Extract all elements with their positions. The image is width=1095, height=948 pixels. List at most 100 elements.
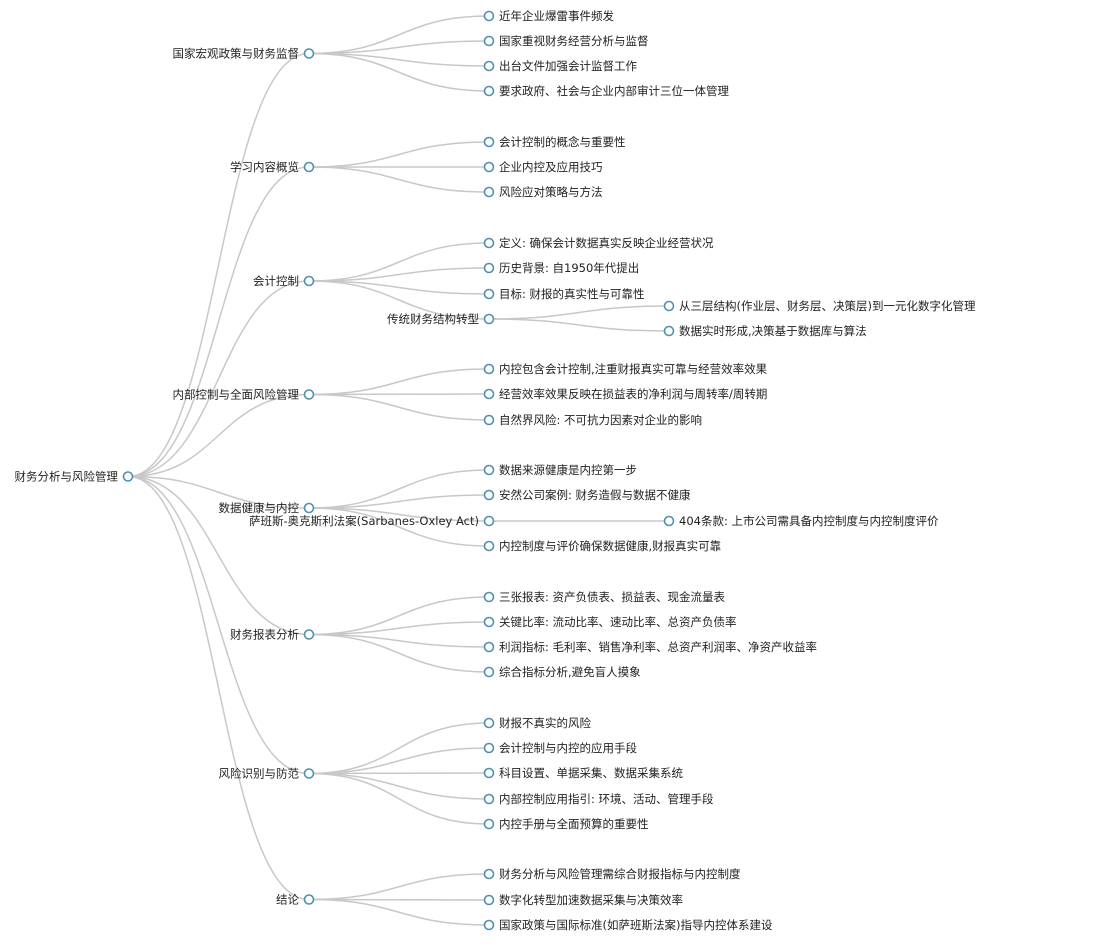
- node-label: 学习内容概览: [230, 160, 299, 174]
- node-label: 目标: 财报的真实性与可靠性: [499, 287, 645, 301]
- leaf-node[interactable]: 内控手册与全面预算的重要性: [483, 817, 649, 831]
- leaf-node[interactable]: 国家重视财务经营分析与监督: [483, 34, 649, 48]
- node-circle[interactable]: [303, 48, 315, 59]
- leaf-node[interactable]: 科目设置、单据采集、数据采集系统: [483, 766, 684, 780]
- tree-link: [308, 469, 490, 509]
- node-circle[interactable]: [483, 313, 495, 325]
- leaf-node[interactable]: 目标: 财报的真实性与可靠性: [483, 287, 645, 301]
- leaf-node[interactable]: 内控制度与评价确保数据健康,财报真实可靠: [483, 539, 722, 553]
- tree-link: [308, 898, 490, 926]
- leaf-node[interactable]: 历史背景: 自1950年代提出: [483, 261, 640, 275]
- node-circle[interactable]: [483, 60, 495, 72]
- node-circle[interactable]: [483, 818, 495, 830]
- node-circle[interactable]: [483, 464, 495, 476]
- tree-link: [308, 280, 490, 320]
- leaf-node[interactable]: 要求政府、社会与企业内部审计三位一体管理: [483, 84, 730, 98]
- leaf-node[interactable]: 自然界风险: 不可抗力因素对企业的影响: [483, 413, 703, 427]
- node-label: 会计控制与内控的应用手段: [499, 741, 637, 755]
- node-circle[interactable]: [483, 919, 495, 931]
- leaf-node[interactable]: 国家政策与国际标准(如萨班斯法案)指导内控体系建设: [483, 918, 773, 932]
- leaf-node[interactable]: 从三层结构(作业层、财务层、决策层)到一元化数字化管理: [663, 299, 976, 313]
- leaf-node[interactable]: 关键比率: 流动比率、速动比率、总资产负债率: [483, 615, 737, 629]
- leaf-node[interactable]: 404条款: 上市公司需具备内控制度与内控制度评价: [663, 514, 939, 528]
- node-circle[interactable]: [483, 414, 495, 426]
- node-circle[interactable]: [303, 275, 315, 287]
- node-circle[interactable]: [303, 894, 315, 905]
- node-label: 会计控制: [253, 274, 299, 288]
- branch-node[interactable]: 内部控制与全面风险管理: [173, 388, 315, 402]
- leaf-node[interactable]: 近年企业爆雷事件频发: [483, 9, 615, 23]
- leaf-node[interactable]: 综合指标分析,避免盲人摸象: [483, 665, 641, 679]
- node-circle[interactable]: [483, 388, 495, 400]
- leaf-node[interactable]: 风险应对策略与方法: [483, 185, 603, 199]
- node-circle[interactable]: [483, 793, 495, 805]
- node-circle[interactable]: [663, 300, 675, 312]
- branch-node[interactable]: 财务报表分析: [230, 628, 315, 642]
- root-node[interactable]: 财务分析与风险管理: [15, 470, 134, 484]
- node-circle[interactable]: [483, 591, 495, 603]
- node-circle[interactable]: [483, 363, 495, 375]
- leaf-node[interactable]: 经营效率效果反映在损益表的净利润与周转率/周转期: [483, 387, 768, 401]
- branch-node[interactable]: 数据健康与内控: [219, 501, 315, 515]
- branch-node[interactable]: 结论: [276, 893, 315, 907]
- node-circle[interactable]: [483, 10, 495, 22]
- leaf-node[interactable]: 财报不真实的风险: [483, 716, 592, 730]
- tree-link: [308, 772, 490, 775]
- node-circle[interactable]: [483, 641, 495, 653]
- node-circle[interactable]: [663, 325, 675, 337]
- leaf-node[interactable]: 三张报表: 资产负债表、损益表、现金流量表: [483, 590, 726, 604]
- node-circle[interactable]: [483, 515, 495, 527]
- leaf-node[interactable]: 企业内控及应用技巧: [483, 160, 603, 174]
- branch-node[interactable]: 国家宏观政策与财务监督: [173, 47, 315, 61]
- tree-link: [308, 747, 490, 775]
- leaf-node[interactable]: 数据来源健康是内控第一步: [483, 463, 638, 477]
- node-circle[interactable]: [483, 894, 495, 906]
- node-label: 财务分析与风险管理需综合财报指标与内控制度: [499, 867, 741, 881]
- leaf-node[interactable]: 内部控制应用指引: 环境、活动、管理手段: [483, 792, 715, 806]
- branch-node[interactable]: 风险识别与防范: [219, 767, 315, 781]
- node-circle[interactable]: [483, 288, 495, 300]
- node-circle[interactable]: [122, 471, 134, 482]
- node-circle[interactable]: [483, 666, 495, 678]
- node-label: 定义: 确保会计数据真实反映企业经营状况: [499, 236, 714, 250]
- node-circle[interactable]: [483, 742, 495, 754]
- node-circle[interactable]: [303, 389, 315, 400]
- node-circle[interactable]: [303, 502, 315, 514]
- branch-node[interactable]: 萨班斯-奥克斯利法案(Sarbanes-Oxley Act): [249, 514, 495, 528]
- node-circle[interactable]: [483, 136, 495, 148]
- node-label: 国家重视财务经营分析与监督: [499, 34, 649, 48]
- leaf-node[interactable]: 利润指标: 毛利率、销售净利率、总资产利润率、净资产收益率: [483, 640, 818, 654]
- node-circle[interactable]: [303, 768, 315, 779]
- node-circle[interactable]: [483, 186, 495, 198]
- node-circle[interactable]: [483, 237, 495, 249]
- node-circle[interactable]: [483, 489, 495, 501]
- node-circle[interactable]: [483, 616, 495, 628]
- node-circle[interactable]: [483, 868, 495, 880]
- node-circle[interactable]: [483, 35, 495, 47]
- branch-node[interactable]: 传统财务结构转型: [387, 312, 495, 326]
- leaf-node[interactable]: 会计控制的概念与重要性: [483, 135, 626, 149]
- node-circle[interactable]: [483, 262, 495, 274]
- node-label: 三张报表: 资产负债表、损益表、现金流量表: [499, 590, 726, 604]
- node-circle[interactable]: [303, 629, 315, 640]
- leaf-node[interactable]: 财务分析与风险管理需综合财报指标与内控制度: [483, 867, 741, 881]
- node-label: 内部控制与全面风险管理: [173, 388, 300, 402]
- node-label: 国家政策与国际标准(如萨班斯法案)指导内控体系建设: [499, 918, 773, 932]
- leaf-node[interactable]: 会计控制与内控的应用手段: [483, 741, 638, 755]
- leaf-node[interactable]: 数据实时形成,决策基于数据库与算法: [663, 324, 867, 338]
- node-circle[interactable]: [483, 161, 495, 173]
- node-circle[interactable]: [303, 161, 315, 173]
- leaf-node[interactable]: 出台文件加强会计监督工作: [483, 59, 638, 73]
- branch-node[interactable]: 学习内容概览: [230, 160, 315, 174]
- leaf-node[interactable]: 安然公司案例: 财务造假与数据不健康: [483, 488, 692, 502]
- node-circle[interactable]: [483, 767, 495, 779]
- node-circle[interactable]: [663, 515, 675, 527]
- leaf-node[interactable]: 定义: 确保会计数据真实反映企业经营状况: [483, 236, 715, 250]
- tree-link: [308, 40, 490, 55]
- node-circle[interactable]: [483, 540, 495, 552]
- branch-node[interactable]: 会计控制: [253, 274, 315, 288]
- leaf-node[interactable]: 内控包含会计控制,注重财报真实可靠与经营效率效果: [483, 362, 768, 376]
- leaf-node[interactable]: 数字化转型加速数据采集与决策效率: [483, 893, 684, 907]
- node-circle[interactable]: [483, 85, 495, 97]
- node-circle[interactable]: [483, 717, 495, 729]
